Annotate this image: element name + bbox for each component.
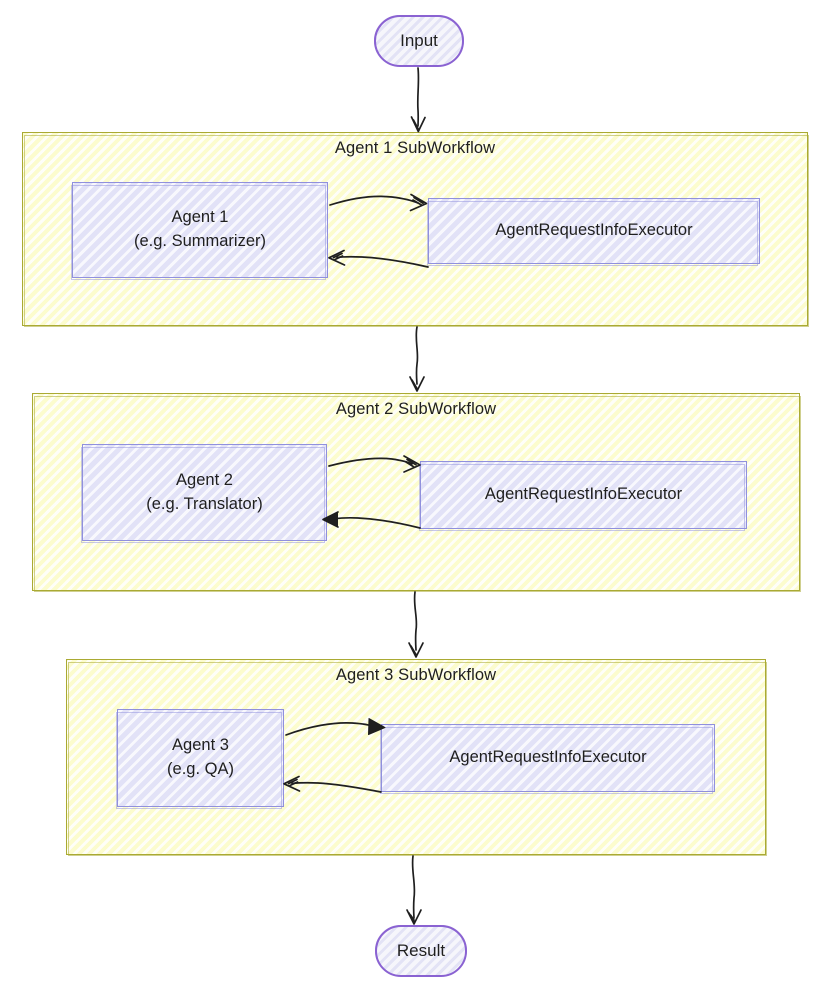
- edge-input-to-cluster-1: [416, 67, 420, 127]
- arrowhead-cluster-3-to-result: [406, 909, 422, 925]
- node-agent-2-executor[interactable]: AgentRequestInfoExecutor: [419, 461, 747, 531]
- node-agent-3-line2: (e.g. QA): [167, 760, 234, 778]
- arrowhead-input-to-cluster-1: [410, 116, 426, 133]
- cluster-agent-1-title: Agent 1 SubWorkflow: [334, 139, 496, 157]
- arrowhead-cluster-1-to-cluster-2: [409, 376, 425, 392]
- node-agent-3-executor-label: AgentRequestInfoExecutor: [449, 748, 647, 767]
- node-result[interactable]: Result: [375, 925, 467, 977]
- node-agent-1-executor[interactable]: AgentRequestInfoExecutor: [427, 198, 760, 266]
- node-agent-1[interactable]: Agent 1 (e.g. Summarizer): [71, 182, 328, 280]
- edge-cluster-3-to-result: [411, 855, 416, 919]
- node-agent-1-executor-label: AgentRequestInfoExecutor: [495, 221, 693, 240]
- node-agent-1-line2: (e.g. Summarizer): [133, 232, 267, 250]
- node-agent-2-line1: Agent 2: [176, 470, 233, 489]
- node-agent-2[interactable]: Agent 2 (e.g. Translator): [81, 444, 327, 543]
- node-agent-3-line1: Agent 3: [172, 736, 229, 755]
- node-input-label: Input: [400, 31, 438, 50]
- arrowhead-cluster-2-to-cluster-3: [408, 642, 424, 658]
- node-agent-3[interactable]: Agent 3 (e.g. QA): [116, 709, 284, 809]
- node-agent-3-executor[interactable]: AgentRequestInfoExecutor: [380, 724, 715, 794]
- edge-cluster-2-to-cluster-3: [413, 591, 418, 651]
- node-agent-1-line1: Agent 1: [171, 208, 229, 227]
- node-agent-2-line2: (e.g. Translator): [146, 494, 263, 513]
- node-input[interactable]: Input: [374, 15, 464, 67]
- cluster-agent-3-title: Agent 3 SubWorkflow: [335, 666, 497, 684]
- node-result-label: Result: [396, 941, 446, 960]
- node-agent-2-executor-label: AgentRequestInfoExecutor: [484, 485, 683, 504]
- cluster-agent-2-title: Agent 2 SubWorkflow: [335, 400, 497, 418]
- edge-cluster-1-to-cluster-2: [415, 326, 419, 385]
